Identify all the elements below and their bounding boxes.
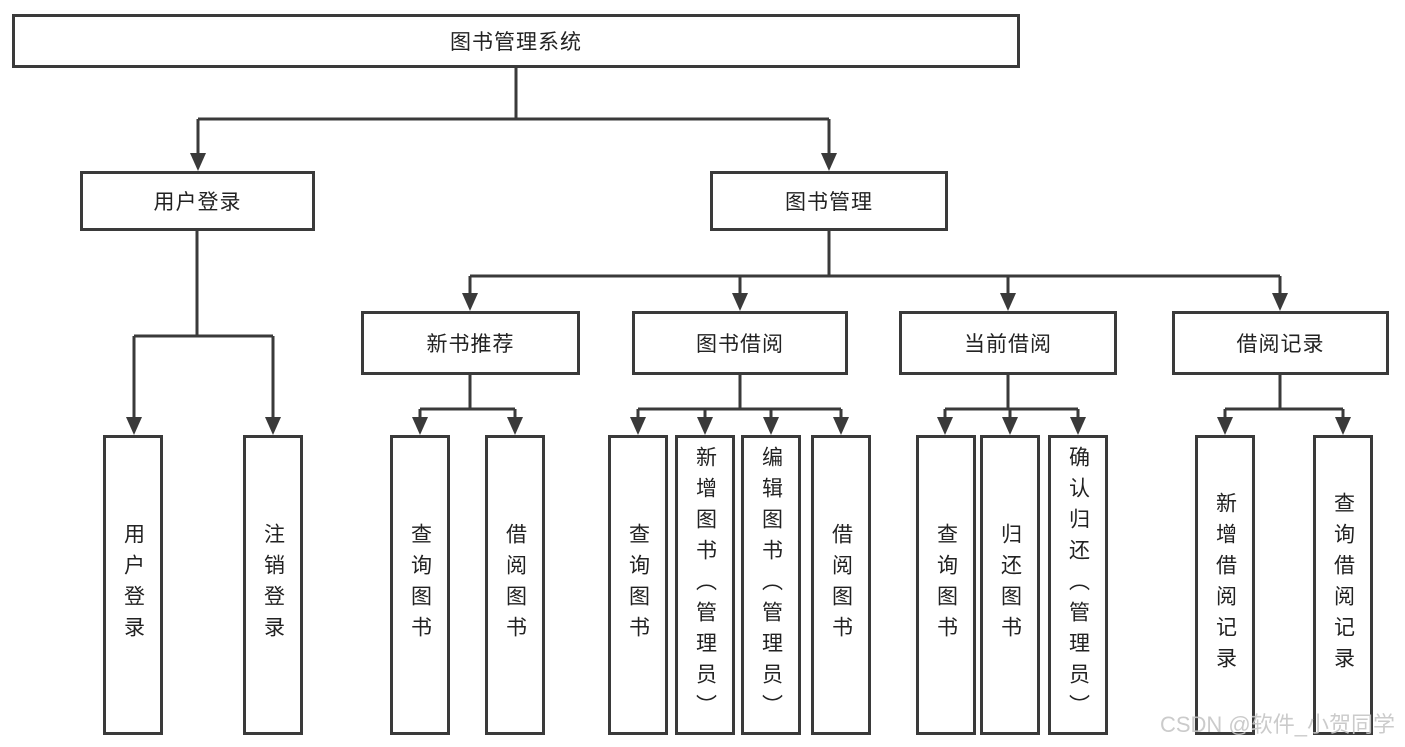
leaf-edit-books-admin: 编辑图书（管理员） [741, 435, 801, 735]
leaf-query-borrow-record-label: 查询借阅记录 [1331, 492, 1355, 678]
node-root-system: 图书管理系统 [12, 14, 1020, 68]
csdn-watermark: CSDN @软件_小贺同学 [1159, 712, 1395, 737]
leaf-borrow-query-books: 查询图书 [608, 435, 668, 735]
leaf-recommend-query-books-label: 查询图书 [408, 523, 432, 647]
leaf-recommend-query-books: 查询图书 [390, 435, 450, 735]
leaf-borrow-query-books-label: 查询图书 [626, 523, 650, 647]
node-current-borrow-label: 当前借阅 [964, 333, 1052, 356]
node-user-login-branch-label: 用户登录 [153, 191, 242, 214]
leaf-return-books-label: 归还图书 [998, 523, 1022, 647]
node-book-management-label: 图书管理 [785, 191, 873, 214]
node-borrow-records-label: 借阅记录 [1236, 333, 1325, 356]
leaf-confirm-return-admin: 确认归还（管理员） [1048, 435, 1108, 735]
node-current-borrow: 当前借阅 [899, 311, 1117, 375]
leaf-logout: 注销登录 [243, 435, 303, 735]
leaf-borrow-books-label: 借阅图书 [829, 523, 853, 647]
leaf-add-borrow-record: 新增借阅记录 [1195, 435, 1255, 735]
leaf-logout-label: 注销登录 [261, 523, 285, 647]
leaf-add-borrow-record-label: 新增借阅记录 [1213, 492, 1237, 678]
node-new-book-recommend: 新书推荐 [361, 311, 580, 375]
leaf-borrow-books: 借阅图书 [811, 435, 871, 735]
leaf-current-query-books: 查询图书 [916, 435, 976, 735]
node-root-system-label: 图书管理系统 [450, 31, 582, 54]
leaf-recommend-borrow-books-label: 借阅图书 [503, 523, 527, 647]
node-book-management: 图书管理 [710, 171, 948, 231]
leaf-confirm-return-admin-label: 确认归还（管理员） [1066, 445, 1090, 725]
leaf-edit-books-admin-label: 编辑图书（管理员） [759, 445, 783, 725]
leaf-user-login: 用户登录 [103, 435, 163, 735]
node-book-borrow-label: 图书借阅 [696, 333, 784, 356]
arrowheads [126, 153, 1351, 435]
leaf-return-books: 归还图书 [980, 435, 1040, 735]
node-user-login-branch: 用户登录 [80, 171, 315, 231]
node-borrow-records: 借阅记录 [1172, 311, 1389, 375]
leaf-current-query-books-label: 查询图书 [934, 523, 958, 647]
leaf-add-books-admin: 新增图书（管理员） [675, 435, 735, 735]
node-book-borrow: 图书借阅 [632, 311, 848, 375]
node-new-book-recommend-label: 新书推荐 [426, 333, 515, 356]
leaf-user-login-label: 用户登录 [121, 523, 145, 647]
leaf-query-borrow-record: 查询借阅记录 [1313, 435, 1373, 735]
leaf-add-books-admin-label: 新增图书（管理员） [693, 445, 717, 725]
leaf-recommend-borrow-books: 借阅图书 [485, 435, 545, 735]
